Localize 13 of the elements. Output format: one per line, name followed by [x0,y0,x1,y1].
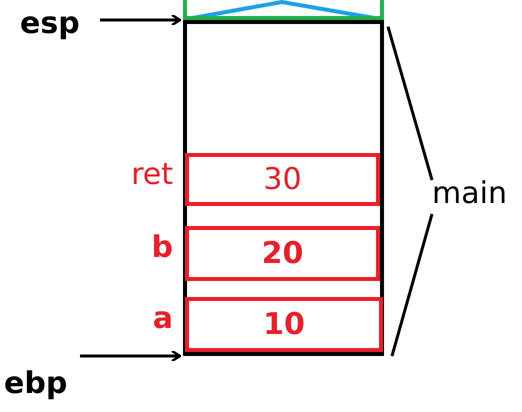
slot-label: a [152,301,173,336]
stack-slot: 30 [185,153,380,206]
stack-slot: 20 [185,226,380,281]
slot-label: b [152,230,173,265]
slot-label: ret [131,157,173,192]
register-label: ebp [4,346,78,408]
frame-label: main [432,176,512,216]
bracket-line [386,26,434,180]
register-label: esp [20,6,90,46]
arrow [80,350,182,362]
stack-slot: 10 [185,297,383,352]
bracket-line [390,214,434,356]
arrow [100,14,182,26]
